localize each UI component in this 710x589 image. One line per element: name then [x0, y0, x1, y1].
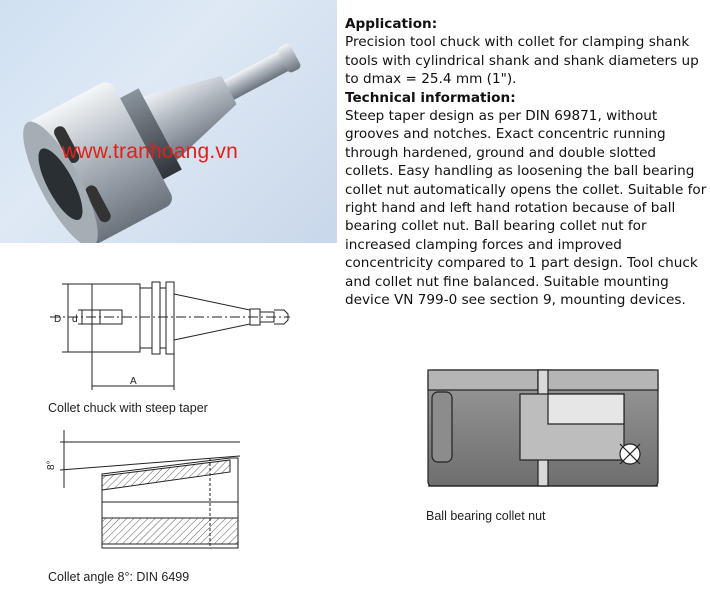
application-text: Precision tool chuck with collet for cla…	[345, 34, 699, 88]
ball-bearing-nut-drawing	[427, 369, 659, 487]
dim-label-d: d	[72, 314, 78, 325]
dim-label-angle: 8°	[46, 460, 57, 470]
application-heading: Application:	[345, 16, 438, 32]
tool-chuck-illustration	[23, 43, 301, 243]
collet-angle-drawing: 8°	[46, 430, 241, 549]
watermark-text: www.tranhoang.vn	[62, 140, 238, 163]
dim-label-A: A	[130, 376, 137, 387]
caption-collet-angle: Collet angle 8°: DIN 6499	[48, 570, 190, 584]
description: Application: Precision tool chuck with c…	[345, 15, 707, 310]
technical-text: Steep taper design as per DIN 69871, wit…	[345, 108, 707, 309]
caption-ball-bearing: Ball bearing collet nut	[426, 509, 546, 523]
dim-label-D: D	[54, 314, 61, 325]
technical-heading: Technical information:	[345, 89, 516, 106]
caption-collet-chuck: Collet chuck with steep taper	[48, 401, 208, 415]
collet-chuck-drawing: D d A	[50, 281, 290, 390]
product-photo	[0, 0, 337, 243]
